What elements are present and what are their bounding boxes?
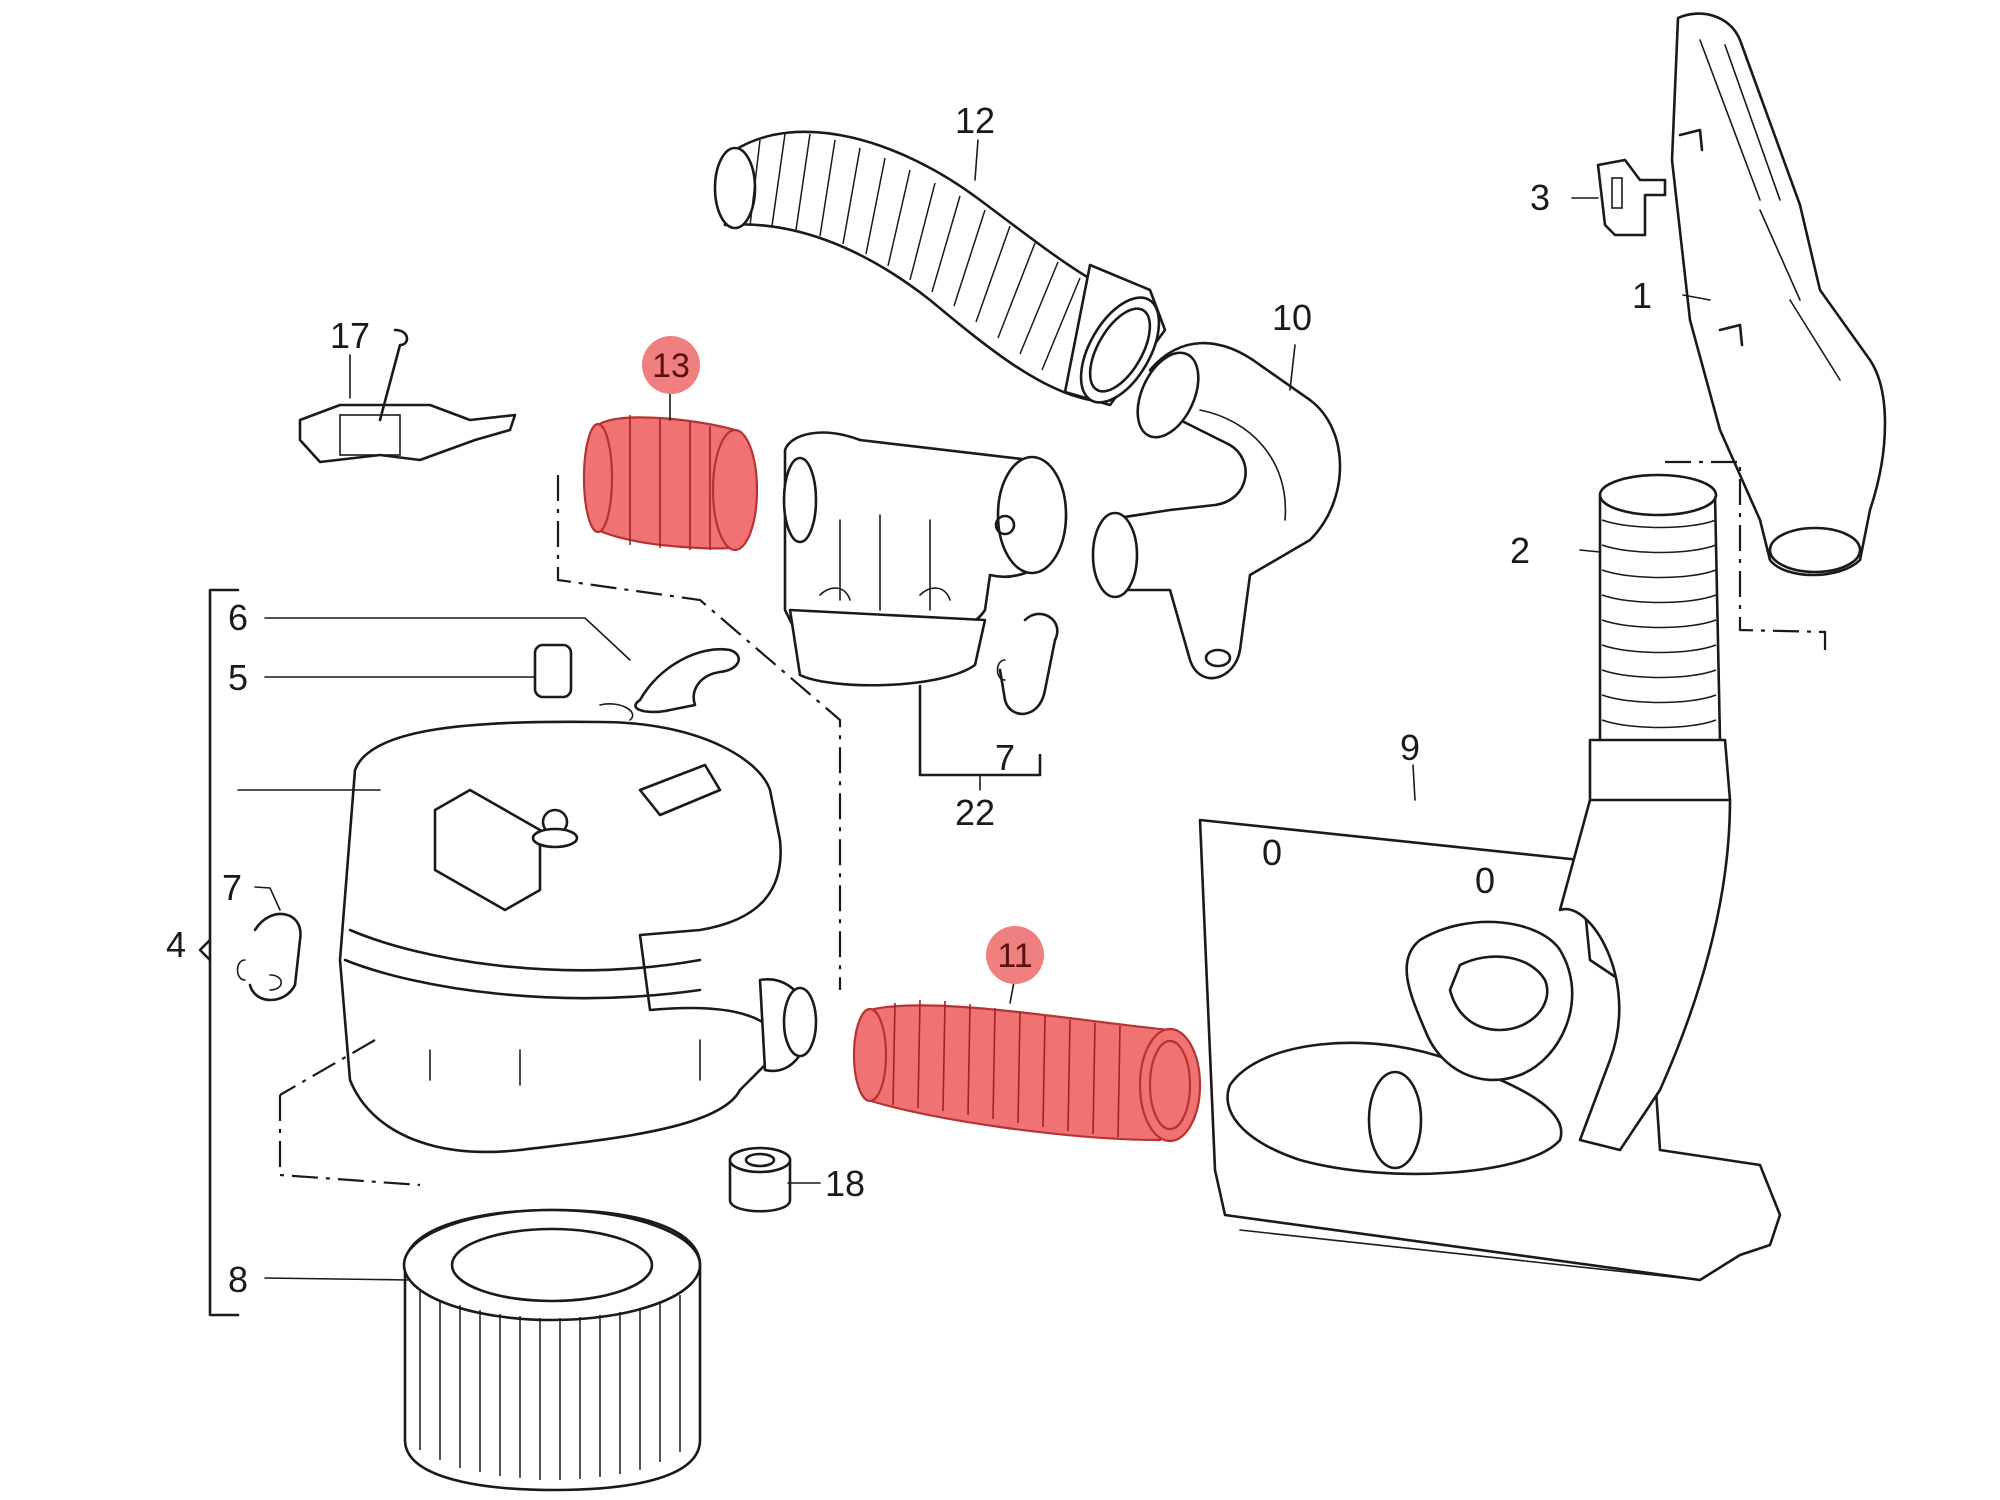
label-22: 22 bbox=[955, 792, 995, 833]
label-5: 5 bbox=[228, 657, 248, 698]
label-4: 4 bbox=[166, 924, 186, 965]
part-7-clip-left[interactable] bbox=[236, 912, 302, 1002]
part-6-clip[interactable] bbox=[599, 647, 740, 721]
part-labels: 12 10 3 1 2 9 17 6 5 4 7 7 22 8 18 bbox=[166, 100, 1652, 1300]
label-10: 10 bbox=[1272, 297, 1312, 338]
part-17-spring-clip[interactable] bbox=[298, 328, 517, 464]
label-6: 6 bbox=[228, 597, 248, 638]
part-2-riser-hose[interactable] bbox=[1558, 473, 1732, 1152]
group-bracket-4 bbox=[198, 588, 240, 1317]
label-11: 11 bbox=[997, 937, 1032, 975]
label-18: 18 bbox=[825, 1163, 865, 1204]
part-12-corrugated-hose[interactable] bbox=[713, 130, 1175, 415]
part-5-plug[interactable] bbox=[533, 643, 573, 699]
label-2: 2 bbox=[1510, 530, 1530, 571]
part-4-air-filter-housing[interactable] bbox=[338, 720, 818, 1154]
part-13-rubber-sleeve[interactable] bbox=[582, 415, 759, 552]
label-13: 13 bbox=[652, 347, 690, 385]
label-9: 9 bbox=[1400, 727, 1420, 768]
label-7-right: 7 bbox=[995, 737, 1015, 778]
leader-lines bbox=[237, 139, 1711, 1281]
label-12: 12 bbox=[955, 100, 995, 141]
part-22-air-flow-meter[interactable] bbox=[782, 431, 1068, 687]
highlight-badge-11[interactable]: 11 bbox=[986, 926, 1044, 984]
label-7-left: 7 bbox=[222, 867, 242, 908]
part-8-filter-element[interactable] bbox=[402, 1208, 702, 1492]
label-8: 8 bbox=[228, 1259, 248, 1300]
part-18-grommet[interactable] bbox=[728, 1146, 792, 1213]
highlight-badge-13[interactable]: 13 bbox=[642, 336, 700, 394]
label-3: 3 bbox=[1530, 177, 1550, 218]
label-1: 1 bbox=[1632, 275, 1652, 316]
part-10-elbow-duct[interactable] bbox=[1091, 341, 1342, 680]
part-9-shroud-panel[interactable]: 0 0 bbox=[1198, 818, 1782, 1282]
part-7-clip-right[interactable] bbox=[996, 612, 1059, 716]
svg-text:0: 0 bbox=[1262, 832, 1282, 873]
assembly-lines bbox=[278, 460, 1827, 1187]
svg-text:0: 0 bbox=[1475, 860, 1495, 901]
label-17: 17 bbox=[330, 315, 370, 356]
part-11-corrugated-boot[interactable] bbox=[852, 999, 1202, 1143]
group-bracket-22 bbox=[918, 684, 1042, 791]
part-3-bracket[interactable] bbox=[1596, 158, 1667, 237]
part-1-snorkel-duct[interactable] bbox=[1670, 12, 1887, 577]
